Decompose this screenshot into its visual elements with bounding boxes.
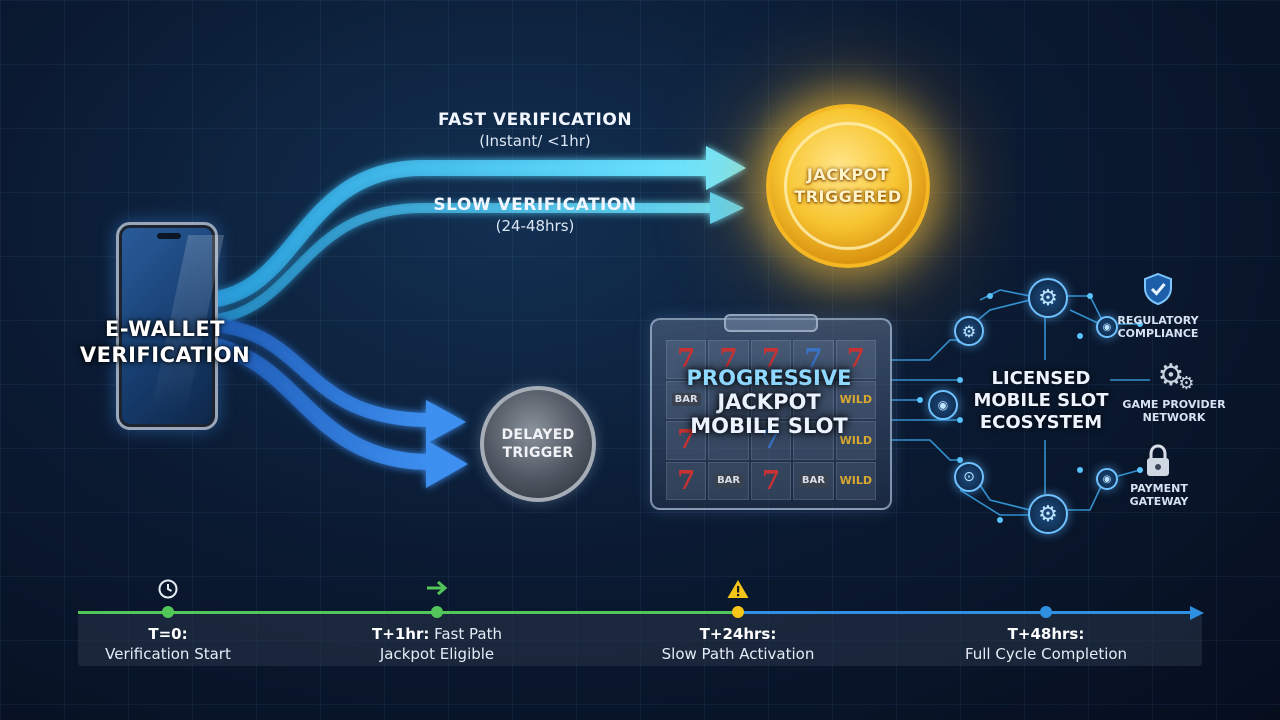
slot-reels: 7 7 7 7 7 BAR WILD 7 7 WILD 7 BAR 7 BAR … [666,340,876,500]
slot-machine: 7 7 7 7 7 BAR WILD 7 7 WILD 7 BAR 7 BAR … [650,314,892,510]
smartphone-icon [116,222,225,430]
reel-cell [793,421,834,460]
node-icon: ◉ [1096,316,1118,338]
timeline-line-slow [738,611,1192,614]
reel-cell: 7 [708,340,749,379]
slot-title: PROGRESSIVE JACKPOT MOBILE SLOT [650,366,888,438]
reel-cell: 7 [666,340,707,379]
payment-gateway-label: PAYMENT GATEWAY [1129,482,1189,508]
slow-verification-subtitle: (24-48hrs) [495,217,575,235]
gear-icon: ⚙ [954,316,984,346]
fast-verification-flow [208,146,746,325]
reel-cell: 7 [666,461,707,500]
timeline-dot-t1 [431,606,443,618]
timeline-arrowhead [1190,606,1204,620]
node-icon: ◉ [928,390,958,420]
slot-title-line2: JACKPOT [717,390,821,414]
phone-notch [157,233,181,239]
reel-cell [793,380,834,419]
milestone-t48: T+48hrs: Full Cycle Completion [964,625,1128,663]
ecosystem-line3: ECOSYSTEM [979,412,1103,433]
slot-title-line1: PROGRESSIVE [686,366,852,390]
ecosystem-line2: MOBILE SLOT [973,390,1109,411]
arrow-right-icon [424,578,450,602]
fast-verification-subtitle: (Instant/ <1hr) [479,132,591,150]
jackpot-triggered-coin: JACKPOT TRIGGERED [766,104,930,268]
reel-cell: 7 [835,340,876,379]
jackpot-coin-inner: JACKPOT TRIGGERED [784,122,912,250]
milestone-t24: T+24hrs: Slow Path Activation [661,625,815,663]
timeline-panel [78,614,1202,666]
milestone-t0: T=0: Verification Start [105,625,231,663]
ewallet-line1: E-WALLET [104,317,226,341]
gears-icon: ⚙⚙ [1157,358,1195,394]
reel-cell: BAR [666,380,707,419]
ewallet-verification-label: E-WALLET VERIFICATION [72,316,258,368]
fast-verification-label: FAST VERIFICATION (Instant/ <1hr) [430,110,640,150]
reel-cell [750,380,792,419]
slow-verification-label: SLOW VERIFICATION (24-48hrs) [430,195,640,235]
ecosystem-line1: LICENSED [991,368,1091,389]
ewallet-line2: VERIFICATION [79,343,251,367]
reel-cell: BAR [708,461,749,500]
reel-cell [708,421,749,460]
fast-verification-title: FAST VERIFICATION [437,110,633,130]
node-icon: ⊙ [954,462,984,492]
slow-verification-title: SLOW VERIFICATION [433,195,637,215]
game-provider-network-label: GAME PROVIDER NETWORK [1122,398,1226,424]
reel-cell: 7 [750,340,792,379]
node-icon: ◉ [1096,468,1118,490]
delayed-trigger-node: DELAYED TRIGGER [480,386,596,502]
delayed-line2: TRIGGER [502,445,574,461]
ecosystem-title: LICENSED MOBILE SLOT ECOSYSTEM [966,368,1116,434]
reel-cell: WILD [835,461,876,500]
reel-cell: WILD [835,421,876,460]
reel-cell: 7 [750,421,792,460]
timeline-line-fast [78,611,738,614]
delayed-line1: DELAYED [501,427,575,443]
gear-icon: ⚙ [1028,278,1068,318]
gear-icon: ⚙ [1028,494,1068,534]
regulatory-compliance-label: REGULATORY COMPLIANCE [1117,314,1199,340]
padlock-icon [1144,444,1172,478]
timeline-dot-t24 [732,606,744,618]
slow-verification-flow [208,318,468,488]
reel-cell: BAR [793,461,834,500]
milestone-t1: T+1hr: Fast Path Jackpot Eligible [372,625,502,663]
slot-machine-top [724,314,818,332]
circuit-lines [890,289,1150,516]
warning-icon [726,578,750,604]
jackpot-line2: TRIGGERED [794,187,902,206]
clock-icon [157,578,179,604]
reel-cell: WILD [835,380,876,419]
reel-cell: 7 [793,340,834,379]
timeline-dot-t0 [162,606,174,618]
reel-cell: 7 [750,461,792,500]
timeline-dot-t48 [1040,606,1052,618]
shield-check-icon [1142,272,1174,306]
jackpot-line1: JACKPOT [806,165,890,184]
reel-cell: 7 [666,421,707,460]
slot-title-line3: MOBILE SLOT [690,414,848,438]
reel-cell [708,380,749,419]
